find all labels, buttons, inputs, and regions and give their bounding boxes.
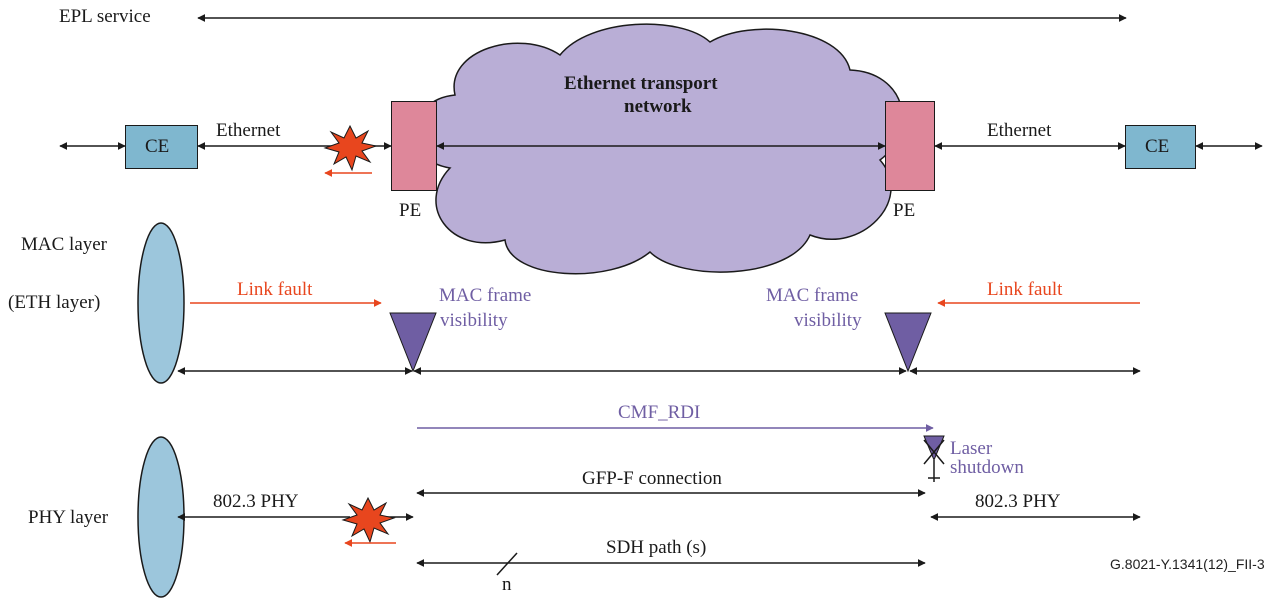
epl-service-label: EPL service [59,6,151,27]
ethernet-label-left: Ethernet [216,120,281,141]
gfp-connection-label: GFP-F connection [582,468,722,489]
ce-box-left [125,125,198,169]
laser-label-line2: shutdown [950,457,1024,478]
phy-label-right: 802.3 PHY [975,491,1061,512]
laser-label-line1: Laser [950,438,993,459]
fault-burst-top [323,124,378,172]
ce-box-right [1125,125,1196,169]
pe-box-right [885,101,935,191]
pe-label-left: PE [399,200,422,221]
mac-frame-label-left: MAC frame [439,285,532,306]
ce-label-left: CE [145,136,170,157]
mac-visibility-triangle-left [389,312,437,373]
figure-reference: G.8021-Y.1341(12)_FII-3 [1110,556,1265,572]
laser-cross-2 [923,439,945,465]
phy-label-left: 802.3 PHY [213,491,299,512]
eth-layer-label: (ETH layer) [8,292,101,313]
mac-visibility-triangle-right [884,312,932,373]
link-fault-label-right: Link fault [987,279,1063,300]
mac-layer-oval [137,222,185,384]
mac-layer-label: MAC layer [21,234,108,255]
visibility-label-left: visibility [440,310,508,331]
visibility-label-right: visibility [794,310,862,331]
ce-label-right: CE [1145,136,1170,157]
transport-network-cloud [414,23,904,275]
cmf-rdi-label: CMF_RDI [618,402,701,423]
phy-layer-oval [137,436,185,598]
ethernet-label-right: Ethernet [987,120,1052,141]
mac-frame-label-right: MAC frame [766,285,859,306]
sdh-path-label: SDH path (s) [606,537,707,558]
sdh-n-slash [496,552,518,576]
fault-burst-bottom [341,496,396,544]
n-label: n [502,574,512,595]
pe-label-right: PE [893,200,916,221]
laser-triangle [923,435,945,462]
phy-layer-label: PHY layer [28,507,109,528]
pe-box-left [391,101,437,191]
cloud-label-line1: Ethernet transport [564,73,718,94]
link-fault-label-left: Link fault [237,279,313,300]
cloud-label-line2: network [624,96,692,117]
